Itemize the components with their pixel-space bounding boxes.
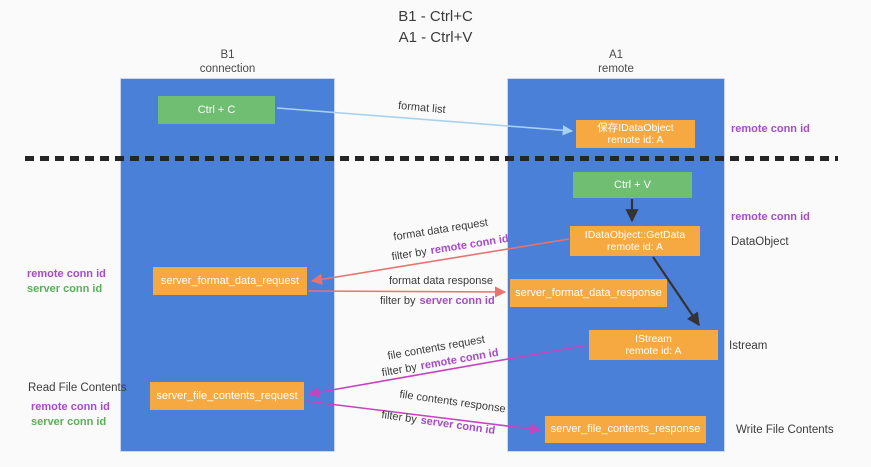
server-format-data-request-label: server_format_data_request (160, 274, 300, 287)
file-contents-response-label: file contents response (398, 388, 507, 416)
left-server-conn-id-1: server conn id (27, 283, 103, 295)
write-file-contents-label: Write File Contents (736, 424, 834, 436)
filter-by-text-4: filter by (380, 409, 418, 426)
ctrl-v-box: Ctrl + V (573, 172, 692, 198)
read-file-contents-label: Read File Contents (28, 382, 127, 394)
left-remote-conn-id-1: remote conn id (27, 268, 106, 280)
format-data-response-arrow (307, 286, 507, 298)
istream-box: IStream remote id: A (589, 330, 718, 360)
save-idataobject-line2: remote id: A (607, 134, 664, 146)
istream-line2: remote id: A (625, 345, 682, 357)
server-file-contents-response-label: server_file_contents_response (550, 423, 701, 435)
remote-conn-id-text-1: remote conn id (429, 232, 510, 258)
dashed-divider (25, 156, 838, 161)
getdata-line2: remote id: A (606, 241, 664, 253)
save-idataobject-line1: 保存IDataObject (597, 121, 674, 134)
istream-side-label: Istream (729, 340, 768, 352)
ctrl-v-label: Ctrl + V (614, 178, 651, 191)
lane-a1-name: A1 (608, 49, 624, 61)
filter-by-text-2: filter by (380, 295, 416, 307)
right-remote-conn-id-top: remote conn id (731, 123, 810, 135)
server-format-data-response-box: server_format_data_response (510, 279, 667, 307)
ctrl-c-box: Ctrl + C (158, 96, 275, 124)
server-file-contents-request-box: server_file_contents_request (150, 382, 304, 410)
title-line-1: B1 - Ctrl+C (398, 8, 473, 25)
istream-line1: IStream (635, 332, 672, 345)
server-format-data-response-label: server_format_data_response (515, 286, 662, 299)
left-conn-id-pair-2: remote conn id server conn id (31, 400, 110, 430)
server-file-contents-request-label: server_file_contents_request (156, 389, 298, 402)
filter-by-text-1: filter by (390, 245, 428, 264)
lane-a1-role: remote (598, 63, 634, 75)
lane-header-b1: B1 connection (120, 48, 335, 76)
server-conn-id-text-1: server conn id (419, 295, 495, 307)
dataobject-label: DataObject (731, 236, 789, 248)
ctrl-c-label: Ctrl + C (197, 103, 236, 116)
title-line-2: A1 - Ctrl+V (398, 29, 473, 46)
server-conn-id-text-2: server conn id (419, 414, 496, 437)
right-remote-conn-id-mid: remote conn id (731, 211, 810, 223)
format-data-response-label: format data response (389, 275, 493, 287)
save-idataobject-box: 保存IDataObject remote id: A (576, 120, 695, 148)
format-list-label: format list (397, 99, 447, 117)
filter-by-text-3: filter by (380, 361, 418, 380)
server-format-data-request-box: server_format_data_request (153, 267, 307, 295)
lane-header-a1: A1 remote (507, 48, 725, 76)
getdata-line1: IDataObject::GetData (584, 228, 686, 241)
left-remote-conn-id-2: remote conn id (31, 401, 110, 413)
left-server-conn-id-2: server conn id (31, 416, 107, 428)
lane-b1-name: B1 (220, 49, 235, 61)
left-conn-id-pair-1: remote conn id server conn id (27, 267, 106, 297)
server-file-contents-response-box: server_file_contents_response (545, 416, 706, 443)
diagram-title: B1 - Ctrl+C A1 - Ctrl+V (0, 6, 871, 48)
idataobject-getdata-box: IDataObject::GetData remote id: A (570, 226, 700, 256)
lane-b1-role: connection (199, 63, 256, 75)
